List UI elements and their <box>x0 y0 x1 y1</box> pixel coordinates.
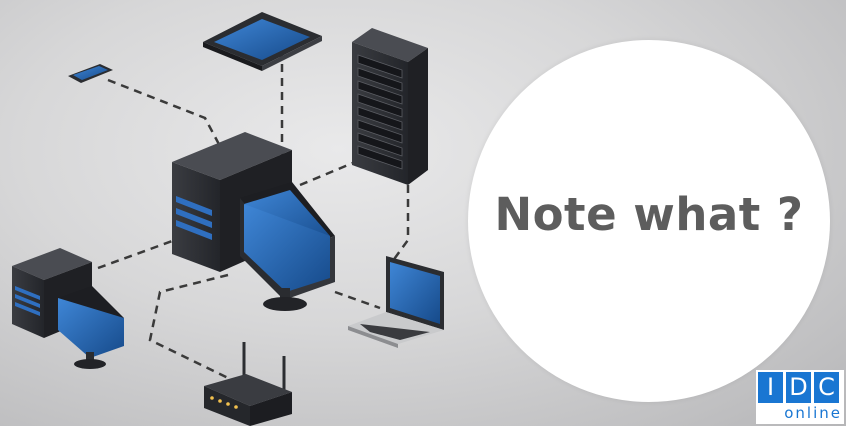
logo-subtitle: online <box>784 404 842 422</box>
laptop-icon <box>348 256 444 348</box>
headline-circle: Note what ? <box>468 40 830 402</box>
desktop-computer-icon <box>172 132 335 311</box>
logo-letter: I <box>758 372 783 403</box>
smartphone-icon <box>68 64 113 83</box>
server-rack-icon <box>352 28 428 185</box>
logo-letter: D <box>786 372 811 403</box>
tablet-icon <box>203 12 322 71</box>
router-icon <box>204 342 292 426</box>
desktop-computer-icon <box>12 248 124 369</box>
headline-text: Note what ? <box>494 187 804 241</box>
logo-letter: C <box>814 372 839 403</box>
logo-letters: I D C <box>758 372 839 403</box>
idc-online-logo: I D C online <box>756 370 844 424</box>
